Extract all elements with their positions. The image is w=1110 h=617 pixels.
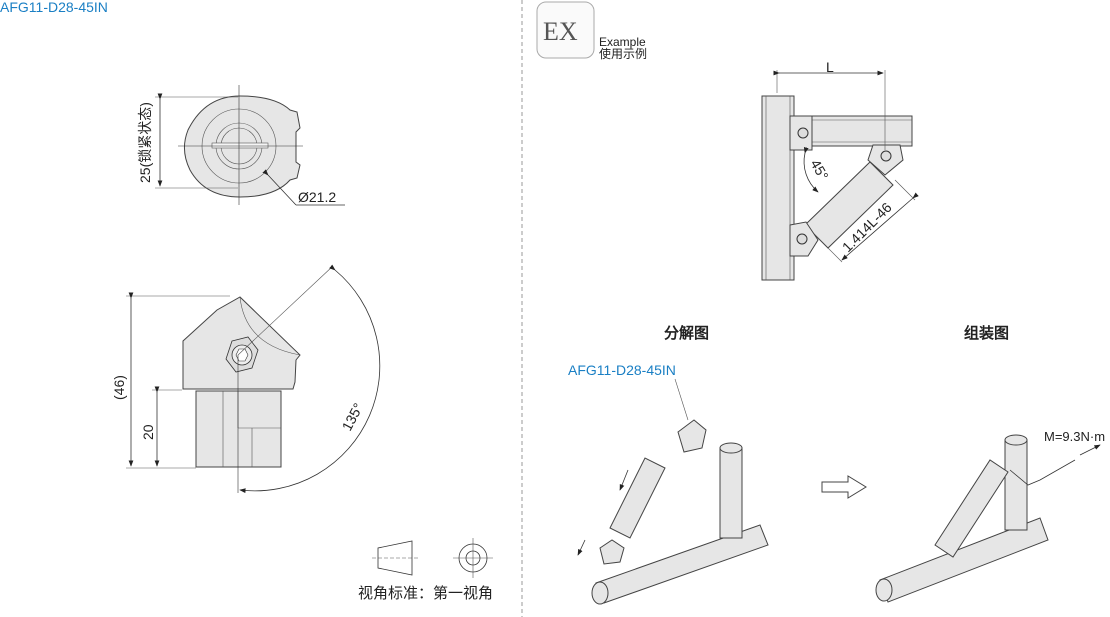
- assembled-view-title: 组装图: [964, 324, 1009, 342]
- example-cn-label: 使用示例: [599, 46, 647, 61]
- torque-label: M=9.3N·m: [1044, 429, 1105, 444]
- part-code-label: AFG11-D28-45IN: [0, 0, 108, 15]
- base-height-dimension: 20: [140, 424, 156, 440]
- projection-standard-label: 视角标准：第一视角: [358, 584, 493, 602]
- side-view-drawing: [126, 264, 381, 494]
- exploded-view-title: 分解图: [664, 324, 709, 342]
- example-badge: [536, 1, 595, 59]
- example-badge-text: EX: [543, 17, 578, 46]
- top-view-drawing: [155, 85, 345, 206]
- assembled-view-drawing: [875, 434, 1101, 603]
- example-angle-label: 45°: [807, 157, 831, 183]
- total-height-dimension: (46): [111, 375, 127, 400]
- diameter-dimension: Ø21.2: [298, 189, 336, 205]
- arrow-right-icon: [821, 475, 867, 499]
- length-L-label: L: [826, 59, 834, 75]
- exploded-view-drawing: [577, 378, 769, 605]
- angle-dimension: 135°: [339, 400, 367, 433]
- exploded-part-code: AFG11-D28-45IN: [568, 362, 676, 378]
- first-angle-projection-icon: [372, 538, 493, 578]
- example-assembly-drawing: [761, 70, 919, 281]
- example-en-label: Example: [599, 35, 646, 49]
- locked-dimension: 25(锁紧状态): [137, 102, 153, 183]
